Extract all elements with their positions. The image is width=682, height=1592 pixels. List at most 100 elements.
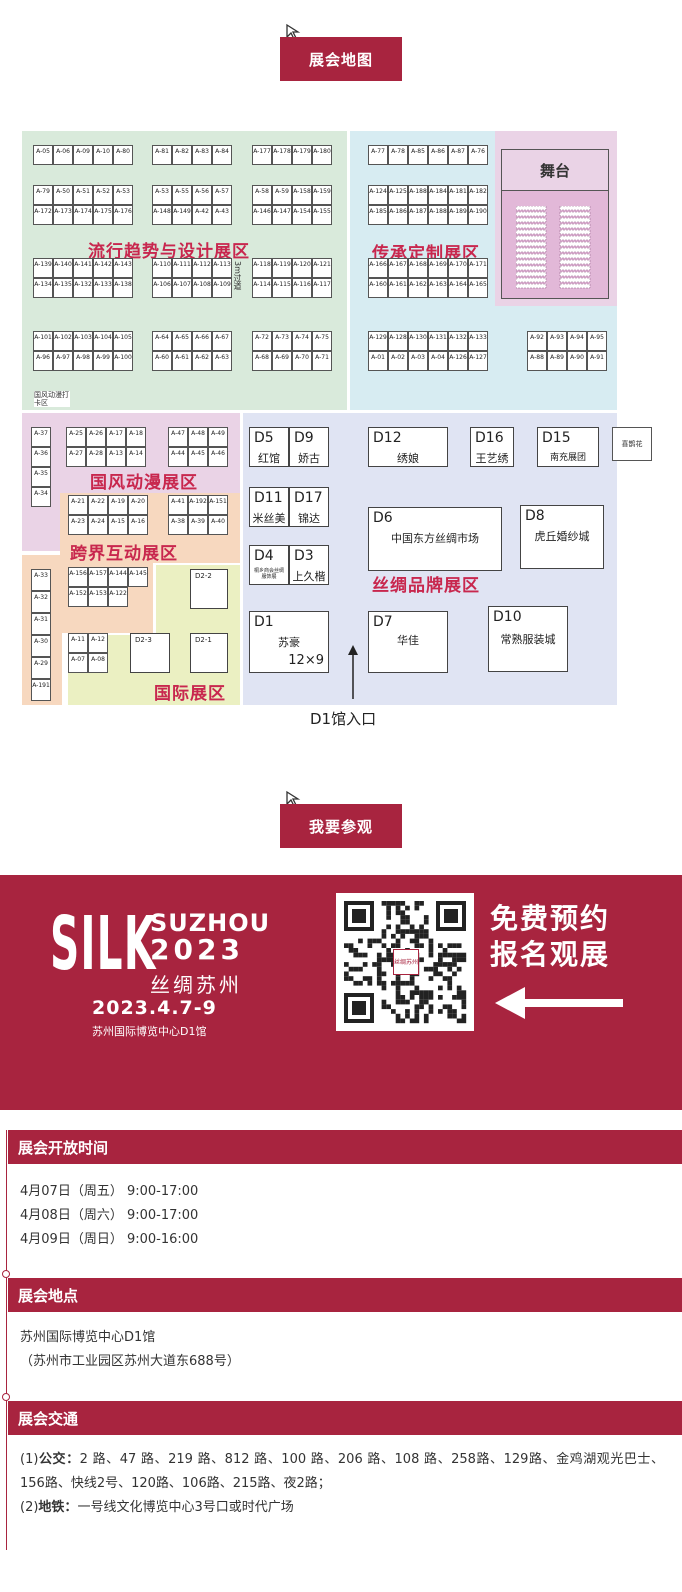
stall-label: A-42 <box>195 208 209 215</box>
qr-module <box>442 976 448 981</box>
stall-label: A-152 <box>69 590 87 597</box>
qr-module <box>405 905 410 911</box>
stall-label: A-176 <box>114 208 132 215</box>
booth-d15-id: D15 <box>542 430 571 446</box>
stall-a-186: A-186 <box>388 205 408 225</box>
registration-banner[interactable]: SILK SUZHOU 2023 丝绸苏州 2023.4.7-9 苏州国际博览中… <box>0 875 682 1110</box>
stall-a-68: A-68 <box>252 351 272 371</box>
stage-seat-row <box>516 253 547 259</box>
stall-label: A-20 <box>131 498 145 505</box>
qr-module <box>414 901 420 906</box>
stall-label: A-101 <box>34 334 52 341</box>
stall-label: A-96 <box>36 354 50 361</box>
stall-label: A-53 <box>116 188 130 195</box>
stage-seat-row <box>559 283 591 289</box>
qr-module <box>414 929 420 934</box>
qr-module <box>419 929 424 934</box>
stall-a-163: A-163 <box>428 278 448 298</box>
stall-label: A-74 <box>295 334 309 341</box>
metro-prefix: (2) <box>20 1500 39 1515</box>
stall-label: A-125 <box>389 188 407 195</box>
qr-module <box>395 995 401 1000</box>
qr-module <box>386 957 391 963</box>
stall-label: A-86 <box>431 148 445 155</box>
stall-a-16: A-16 <box>128 515 148 535</box>
qr-module <box>452 1013 457 1019</box>
stall-label: A-155 <box>313 208 331 215</box>
stall-label: A-53 <box>155 188 169 195</box>
qr-module <box>452 952 457 958</box>
stall-label: A-36 <box>34 450 48 457</box>
stall-a-162: A-162 <box>408 278 428 298</box>
qr-module <box>400 999 406 1005</box>
stall-a-89: A-89 <box>547 351 567 371</box>
event-venue: 苏州国际博览中心D1馆 <box>92 1025 207 1038</box>
stall-a-124: A-124 <box>368 185 388 205</box>
stall-label: A-105 <box>114 334 132 341</box>
stall-a-128: A-128 <box>388 331 408 351</box>
qr-module <box>352 1001 366 1015</box>
stall-a-104: A-104 <box>93 331 113 351</box>
stall-a-177: A-177 <box>252 145 272 165</box>
arrow-left-icon <box>495 987 623 1019</box>
stall-a-47: A-47 <box>168 427 188 447</box>
booth-d12-id: D12 <box>373 430 402 446</box>
stall-label: A-67 <box>215 334 229 341</box>
stall-a-73: A-73 <box>272 331 292 351</box>
logo-year: 2023 <box>150 933 244 966</box>
qr-module <box>452 995 457 1000</box>
stall-a-93: A-93 <box>547 331 567 351</box>
stall-label: A-110 <box>153 261 171 268</box>
booth-d3-name: 上久楷 <box>292 570 326 583</box>
stall-a-07: A-07 <box>68 653 88 673</box>
qr-module <box>461 999 467 1005</box>
stall-a-160: A-160 <box>368 278 388 298</box>
qr-module <box>447 1009 453 1014</box>
stall-a-77: A-77 <box>368 145 388 165</box>
qr-module <box>386 915 391 920</box>
stall-label: A-119 <box>273 261 291 268</box>
booth-d2-1-label: D2-1 <box>195 636 212 644</box>
qr-module <box>381 933 387 939</box>
qr-module <box>400 910 406 916</box>
stall-label: A-133 <box>94 281 112 288</box>
qr-module <box>409 995 415 1000</box>
qr-module <box>447 980 453 986</box>
stage-seat-row <box>516 235 547 241</box>
stall-label: A-07 <box>71 656 85 663</box>
stall-label: A-56 <box>195 188 209 195</box>
qr-module <box>409 929 415 934</box>
stall-a-161: A-161 <box>388 278 408 298</box>
qr-code[interactable]: 丝绸苏州 <box>336 893 474 1031</box>
stall-a-108: A-108 <box>192 278 212 298</box>
stall-label: A-13 <box>109 450 123 457</box>
stall-a-83: A-83 <box>192 145 212 165</box>
qr-module <box>423 933 429 939</box>
qr-module <box>395 976 401 981</box>
qr-module <box>428 1004 434 1010</box>
qr-module <box>433 971 438 977</box>
qr-module <box>376 980 382 986</box>
stall-label: A-62 <box>195 354 209 361</box>
stall-label: A-14 <box>129 450 143 457</box>
place-header: 展会地点 <box>8 1278 682 1312</box>
qr-module <box>428 995 434 1000</box>
logo-cn: 丝绸苏州 <box>150 973 242 997</box>
qr-module <box>428 966 434 972</box>
stall-a-72: A-72 <box>252 331 272 351</box>
stall-a-182: A-182 <box>468 185 488 205</box>
stall-a-26: A-26 <box>86 427 106 447</box>
stall-a-71: A-71 <box>312 351 332 371</box>
qr-module <box>395 910 401 916</box>
qr-module <box>372 962 377 967</box>
stall-label: A-72 <box>255 334 269 341</box>
stall-a-151: A-151 <box>208 495 228 515</box>
stage-seat-row <box>559 211 591 217</box>
stall-a-39: A-39 <box>188 515 208 535</box>
event-date: 2023.4.7-9 <box>92 997 217 1019</box>
stall-a-61: A-61 <box>172 351 192 371</box>
